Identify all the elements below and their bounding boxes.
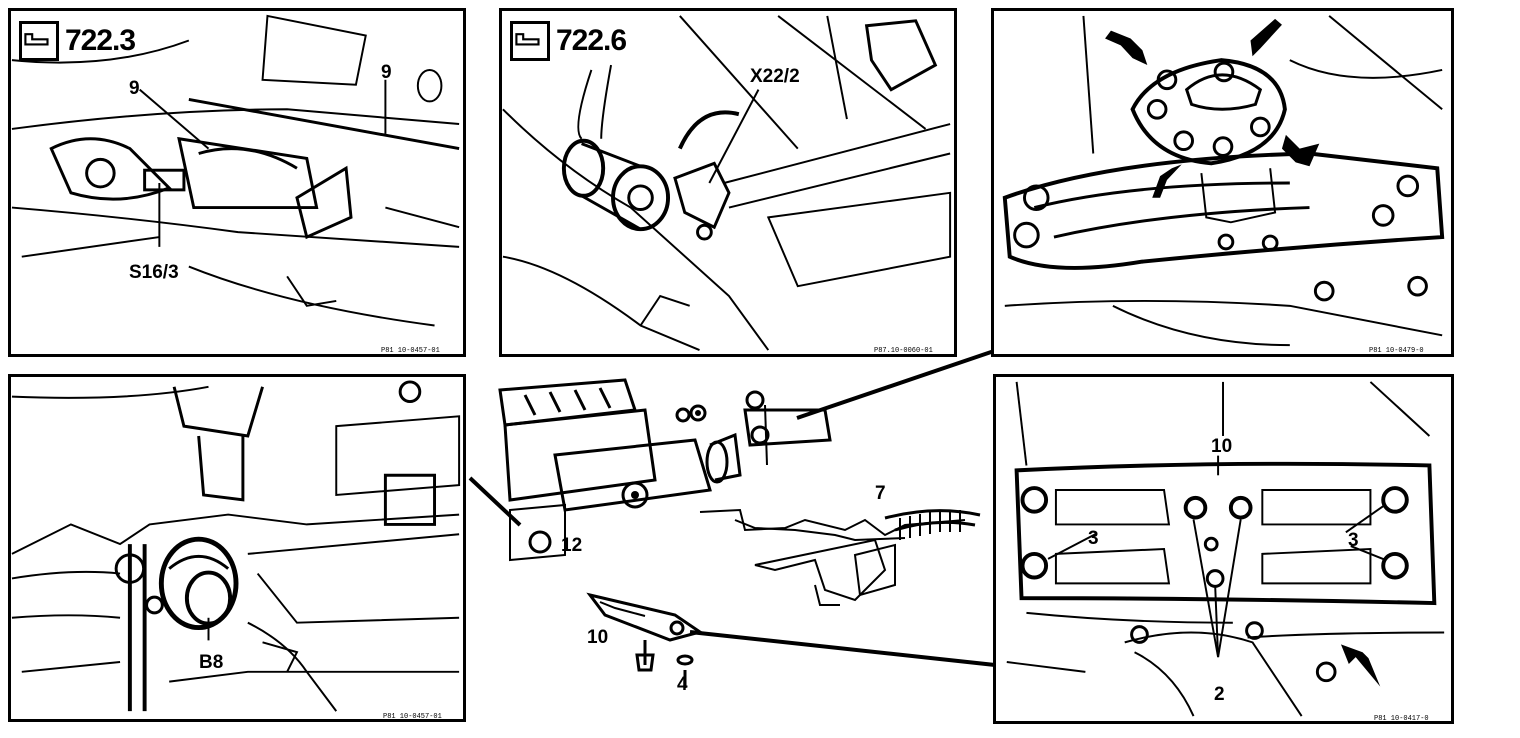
panel-bottom-right: 10 3 3 2 P81 10-0417-0 <box>993 374 1454 724</box>
callout-b8: B8 <box>199 652 224 673</box>
transmission-variant-icon <box>510 21 550 61</box>
figure-code: P81 10-0479-0 <box>1369 347 1424 355</box>
pointer-arrow-icon <box>1105 18 1320 198</box>
callout-s16-3: S16/3 <box>129 262 179 283</box>
callout-4: 4 <box>677 674 688 695</box>
callout-10: 10 <box>1211 436 1233 457</box>
callout-12: 12 <box>561 535 583 556</box>
callout-9-right: 9 <box>381 62 392 83</box>
figure-code: P81 10-0417-0 <box>1374 715 1429 723</box>
panel-top-middle: 722.6 X22/2 P87.10-0060-01 <box>499 8 957 357</box>
callout-9-left: 9 <box>129 78 140 99</box>
figure-code: P81 10-0457-01 <box>383 713 442 721</box>
variant-label: 722.6 <box>510 21 627 61</box>
top-left-drawing <box>11 14 460 327</box>
top-right-drawing <box>1002 15 1445 347</box>
transmission-variant-icon <box>19 21 59 61</box>
bottom-left-drawing <box>11 380 461 712</box>
figure-code: P87.10-0060-01 <box>874 347 933 355</box>
figure-code: P81 10-0457-01 <box>381 347 440 355</box>
callout-10-center: 10 <box>587 627 609 648</box>
variant-number: 722.6 <box>556 24 627 57</box>
bottom-right-drawing <box>1006 381 1445 717</box>
variant-label: 722.3 <box>19 21 136 61</box>
callout-3-right: 3 <box>1348 530 1359 551</box>
callout-7: 7 <box>875 483 886 504</box>
callout-3-left: 3 <box>1088 528 1099 549</box>
center-drawing <box>498 378 981 688</box>
top-middle-drawing <box>502 15 952 351</box>
panel-top-left: 722.3 9 9 S16/3 P81 10-0457-01 <box>8 8 466 357</box>
callout-x22-2: X22/2 <box>750 66 800 87</box>
panel-bottom-left: B8 P81 10-0457-01 <box>8 374 466 722</box>
variant-number: 722.3 <box>65 24 136 57</box>
panel-top-right: P81 10-0479-0 <box>991 8 1454 357</box>
center-exploded-view: 7 12 10 4 <box>495 370 995 710</box>
callout-2: 2 <box>1214 684 1225 705</box>
pointer-arrow-icon <box>1340 644 1381 687</box>
